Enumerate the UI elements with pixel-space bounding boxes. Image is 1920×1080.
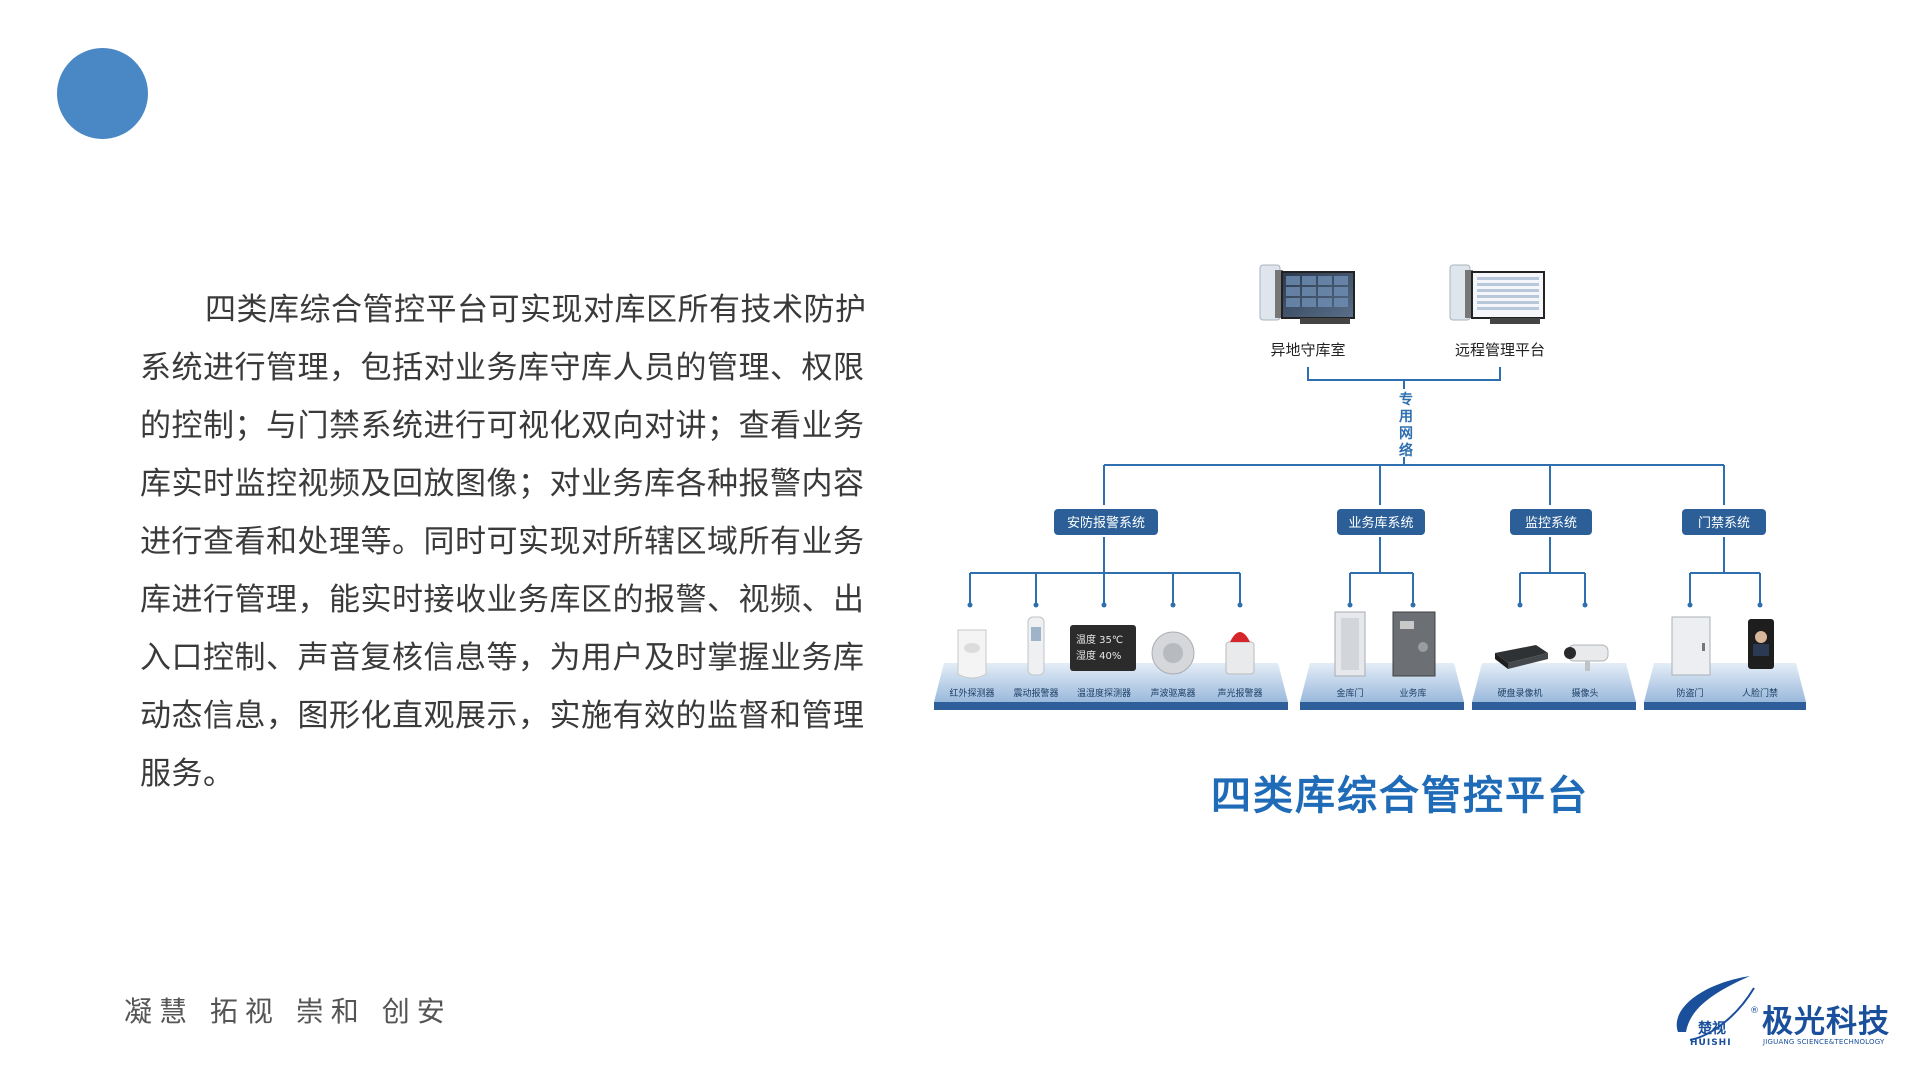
svg-text:门禁系统: 门禁系统 bbox=[1698, 516, 1750, 531]
device-labels-monitor: 硬盘录像机 摄像头 bbox=[1497, 687, 1598, 699]
svg-text:监控系统: 监控系统 bbox=[1525, 516, 1577, 531]
svg-text:络: 络 bbox=[1399, 442, 1413, 459]
camera-icon bbox=[1564, 644, 1609, 671]
svg-text:防盗门: 防盗门 bbox=[1676, 687, 1703, 699]
device-labels-security: 红外探测器 震动报警器 温湿度探测器 声波驱离器 声光报警器 bbox=[949, 687, 1262, 699]
logo-registered-mark: ® bbox=[1750, 1006, 1759, 1016]
pir-detector-icon bbox=[957, 629, 987, 679]
logo-company-cn: 极光科技 bbox=[1762, 1004, 1890, 1040]
system-badge-access: 门禁系统 bbox=[1682, 509, 1766, 535]
strobe-siren-icon bbox=[1225, 632, 1255, 675]
svg-text:硬盘录像机: 硬盘录像机 bbox=[1497, 687, 1542, 699]
svg-text:声光报警器: 声光报警器 bbox=[1217, 687, 1262, 699]
svg-text:红外探测器: 红外探测器 bbox=[949, 687, 994, 699]
svg-text:温湿度探测器: 温湿度探测器 bbox=[1077, 687, 1131, 699]
vault-cabinet-icon bbox=[1392, 611, 1436, 677]
temp-humidity-display-icon: 温度 35℃ 湿度 40% bbox=[1070, 625, 1136, 671]
svg-text:人脸门禁: 人脸门禁 bbox=[1742, 687, 1778, 699]
svg-text:业务库: 业务库 bbox=[1399, 687, 1426, 699]
dvr-icon bbox=[1495, 645, 1548, 669]
top-node-label: 远程管理平台 bbox=[1455, 341, 1545, 359]
diagram-caption: 四类库综合管控平台 bbox=[1211, 773, 1589, 819]
svg-text:温度 35℃: 温度 35℃ bbox=[1076, 633, 1123, 646]
svg-text:用: 用 bbox=[1399, 409, 1413, 425]
workstation-left bbox=[1259, 264, 1355, 324]
svg-text:网: 网 bbox=[1399, 426, 1413, 442]
system-badge-monitor: 监控系统 bbox=[1510, 509, 1592, 535]
description-paragraph: 四类库综合管控平台可实现对库区所有技术防护系统进行管理，包括对业务库守库人员的管… bbox=[140, 292, 867, 792]
svg-text:摄像头: 摄像头 bbox=[1571, 687, 1598, 699]
architecture-diagram: 异地守库室 远程管理平台 bbox=[934, 264, 1806, 710]
svg-text:震动报警器: 震动报警器 bbox=[1013, 687, 1058, 699]
logo-company-en: JIGUANG SCIENCE&TECHNOLOGY bbox=[1763, 1038, 1885, 1046]
svg-text:金库门: 金库门 bbox=[1336, 687, 1363, 699]
face-access-terminal-icon bbox=[1748, 619, 1774, 669]
device-labels-vault: 金库门 业务库 bbox=[1336, 687, 1426, 699]
logo-brand-cn: 楚视 bbox=[1698, 1021, 1726, 1037]
svg-text:湿度 40%: 湿度 40% bbox=[1076, 649, 1121, 662]
svg-text:声波驱离器: 声波驱离器 bbox=[1150, 687, 1195, 699]
device-labels-access: 防盗门 人脸门禁 bbox=[1676, 687, 1778, 699]
svg-text:专: 专 bbox=[1399, 391, 1413, 408]
logo-brand-en: HUISHI bbox=[1690, 1038, 1732, 1048]
system-badge-vault: 业务库系统 bbox=[1337, 509, 1425, 535]
logo-swoosh-icon bbox=[1676, 976, 1755, 1041]
decorative-circle bbox=[57, 48, 148, 139]
device-platforms bbox=[934, 663, 1806, 710]
svg-text:安防报警系统: 安防报警系统 bbox=[1067, 515, 1145, 531]
security-door-icon bbox=[1671, 616, 1711, 676]
top-node-label: 异地守库室 bbox=[1270, 341, 1345, 359]
svg-text:业务库系统: 业务库系统 bbox=[1348, 515, 1413, 531]
company-slogan: 凝慧 拓视 崇和 创安 bbox=[124, 995, 452, 1028]
network-label: 专 用 网 络 bbox=[1396, 389, 1414, 459]
acoustic-repeller-icon bbox=[1151, 631, 1195, 675]
workstation-right bbox=[1449, 264, 1545, 324]
system-badge-security: 安防报警系统 bbox=[1054, 509, 1158, 535]
vault-door-icon bbox=[1334, 611, 1366, 677]
vibration-alarm-icon bbox=[1027, 616, 1045, 676]
company-logo: 楚视 ® HUISHI 极光科技 JIGUANG SCIENCE&TECHNOL… bbox=[1670, 970, 1900, 1050]
connector-lines bbox=[969, 367, 1761, 605]
